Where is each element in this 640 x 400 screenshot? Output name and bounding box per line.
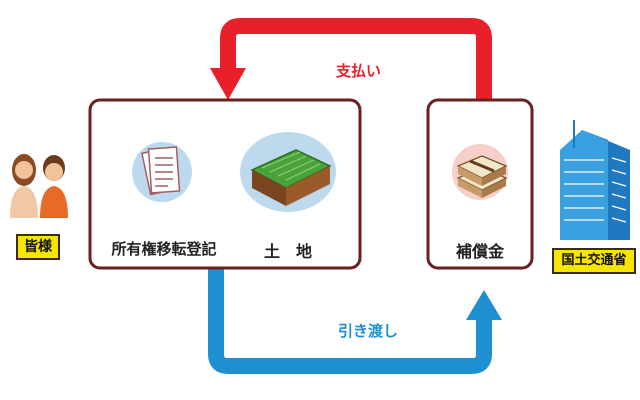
right-party-label: 国土交通省 <box>552 248 636 274</box>
building-icon <box>560 120 630 240</box>
compensation-caption: 補償金 <box>455 242 504 261</box>
payment-label: 支払い <box>336 62 382 80</box>
money-stack-icon <box>452 144 508 200</box>
document-icon <box>132 142 192 202</box>
land-icon <box>240 132 336 212</box>
left-party-label: 皆様 <box>16 234 60 260</box>
payment-arrow <box>210 18 492 100</box>
registration-caption: 所有権移転登記 <box>111 240 217 258</box>
people-icon <box>10 154 68 218</box>
delivery-label: 引き渡し <box>338 322 399 340</box>
land-caption: 土 地 <box>263 242 312 261</box>
delivery-arrow <box>208 268 502 374</box>
